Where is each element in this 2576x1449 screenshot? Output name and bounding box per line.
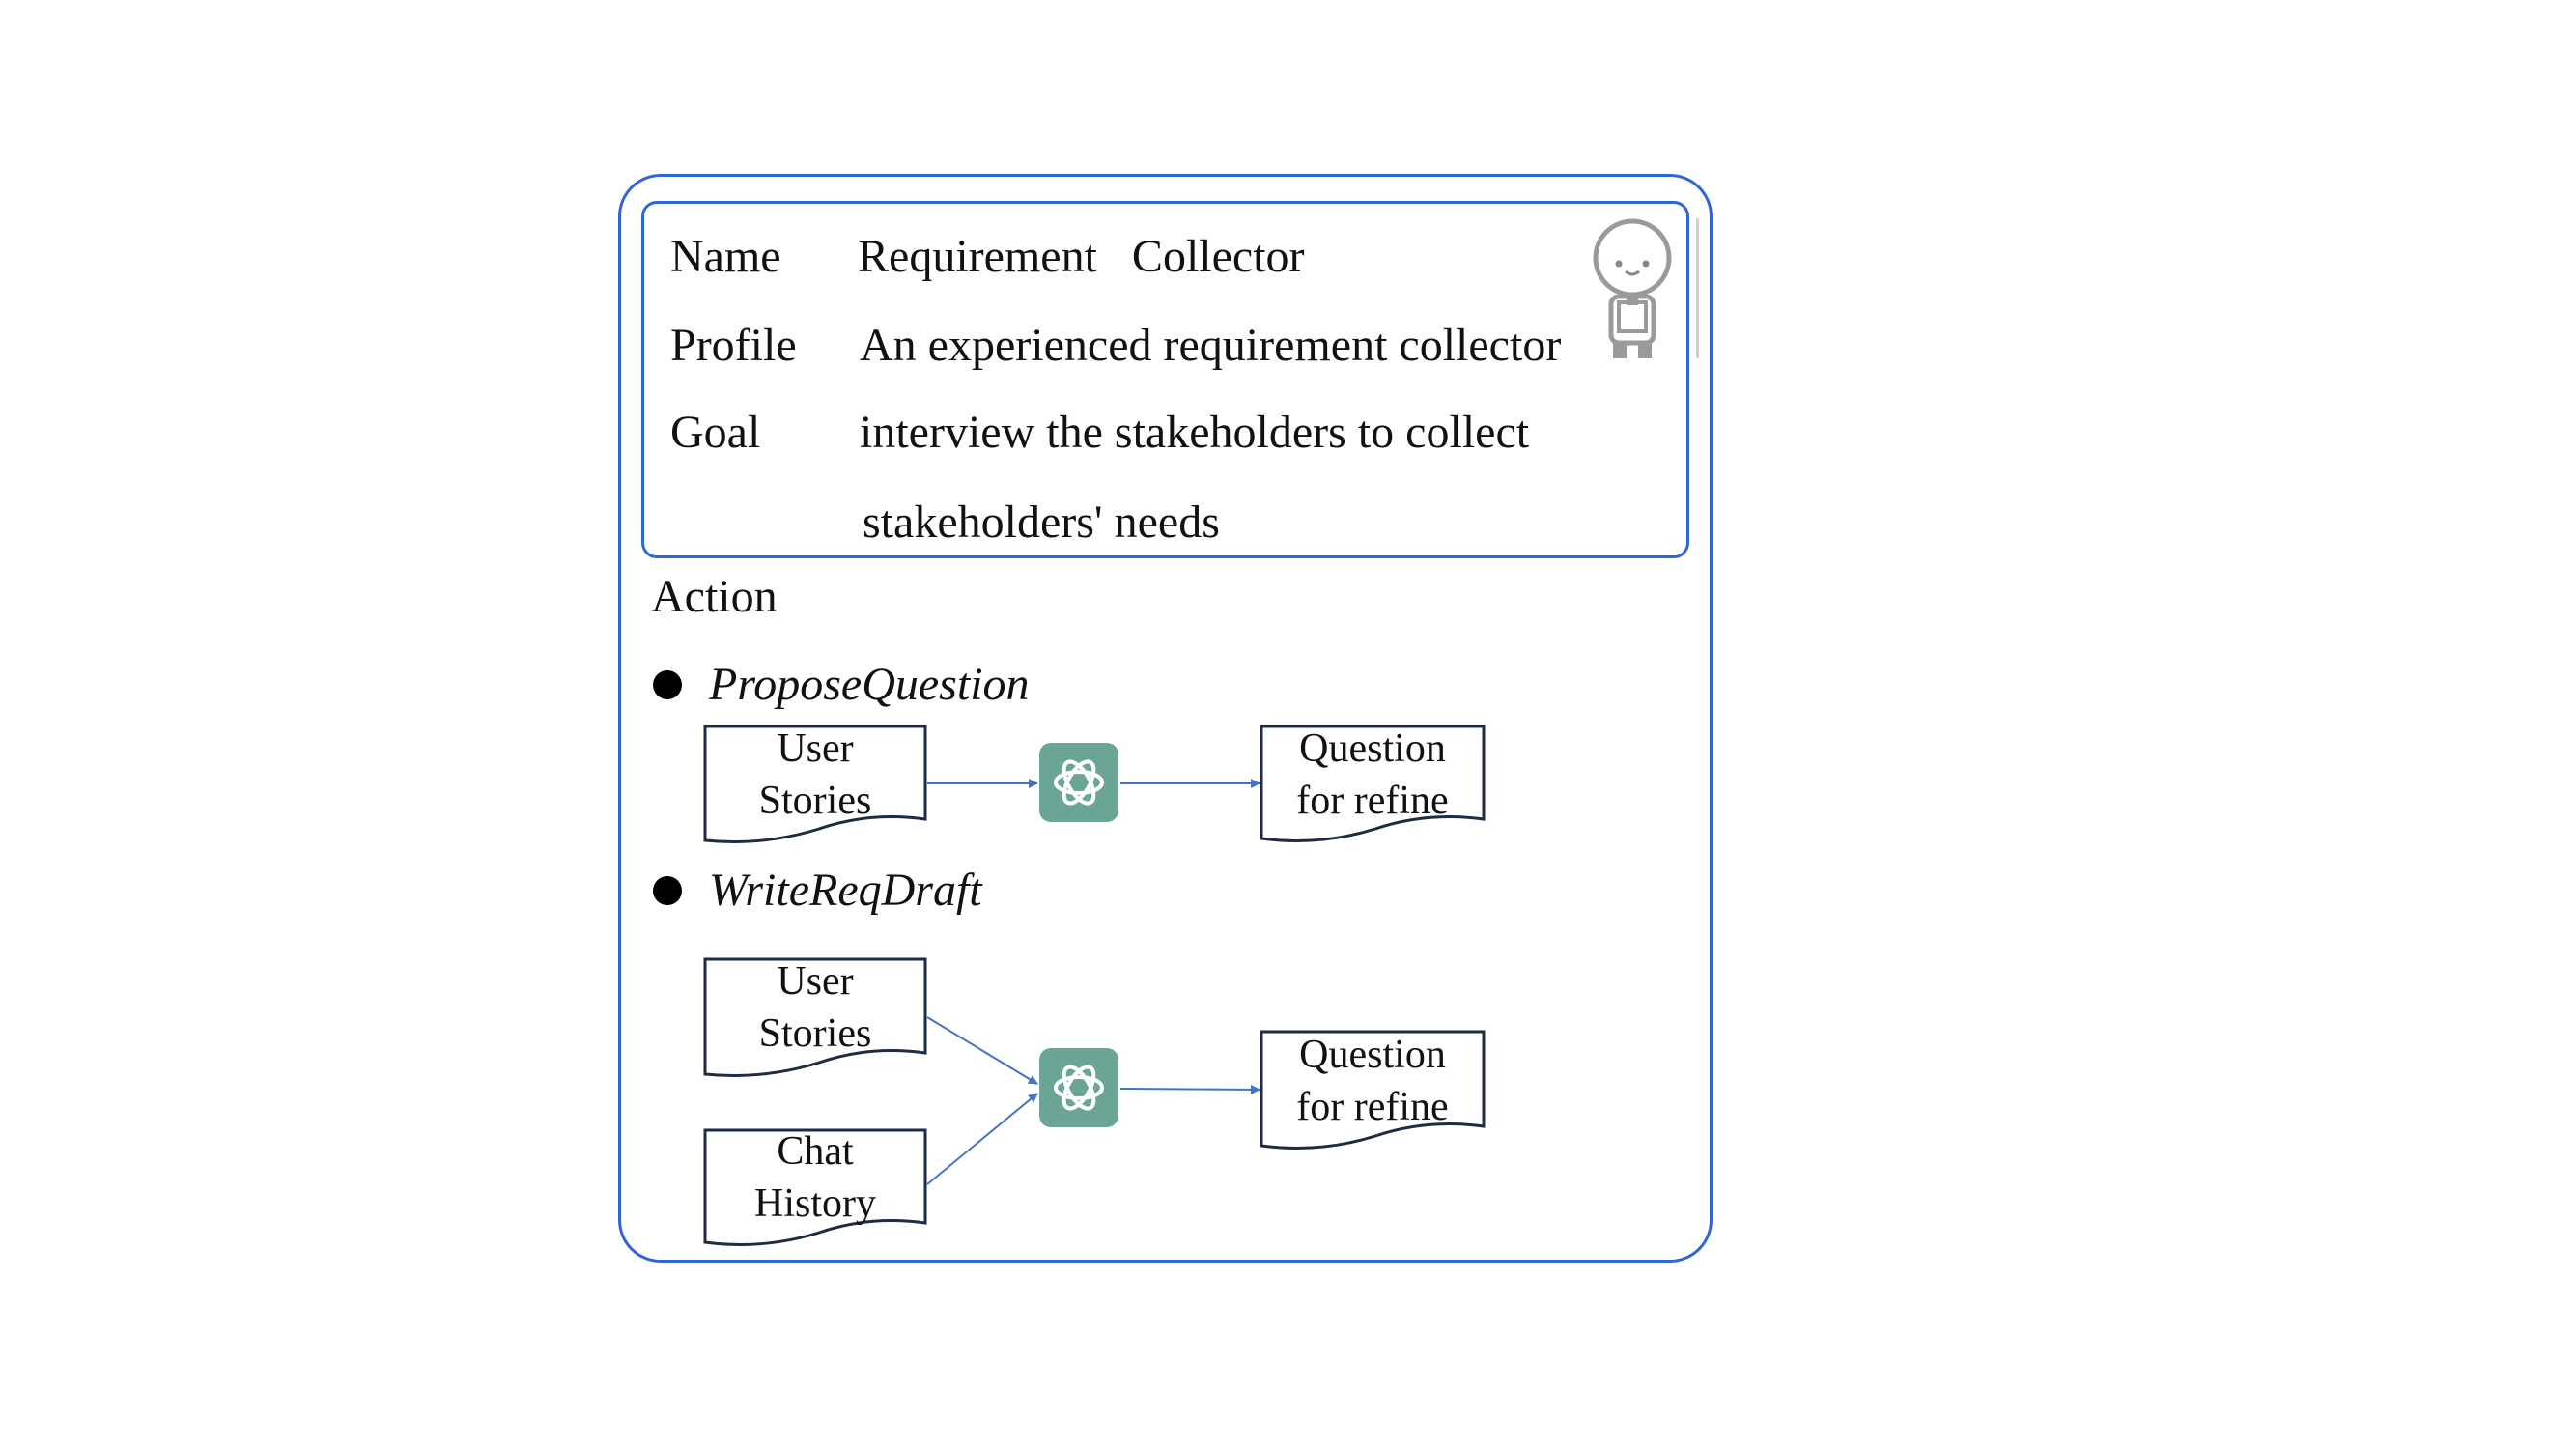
doc-user-stories-1-line2: Stories — [759, 779, 872, 823]
doc-user-stories-1: User Stories — [703, 724, 927, 843]
goal-value-line1: interview the stakeholders to collect — [860, 407, 1530, 458]
doc-question-2-line1: Question — [1299, 1033, 1446, 1077]
openai-logo-icon — [1037, 1046, 1120, 1129]
doc-question-1-line2: for refine — [1296, 779, 1448, 823]
doc-user-stories-1-line1: User — [777, 726, 853, 771]
doc-question-1-line1: Question — [1299, 726, 1446, 771]
action-name-write-req-draft: WriteReqDraft — [709, 865, 982, 916]
agent-card — [618, 174, 1713, 1263]
doc-user-stories-2-line1: User — [777, 959, 853, 1004]
name-label: Name — [670, 231, 781, 282]
doc-user-stories-2-line2: Stories — [759, 1011, 872, 1056]
bullet-propose-question — [653, 670, 682, 699]
bullet-write-req-draft — [653, 876, 682, 905]
doc-chat-history: Chat History — [703, 1128, 927, 1246]
arrow-llm-to-output-2 — [1119, 1084, 1260, 1094]
goal-value-line2: stakeholders' needs — [863, 497, 1220, 548]
divider — [1696, 218, 1699, 358]
name-value: Requirement Collector — [858, 231, 1305, 282]
agent-profile-card — [641, 201, 1689, 558]
person-with-clipboard-icon — [1593, 218, 1672, 358]
arrow-chat-history-to-llm-2 — [926, 1093, 1038, 1185]
doc-user-stories-2: User Stories — [703, 957, 927, 1077]
doc-question-2-line2: for refine — [1296, 1085, 1448, 1129]
profile-value: An experienced requirement collector — [860, 320, 1562, 371]
arrow-user-stories-to-llm-2 — [926, 1016, 1038, 1085]
doc-question-for-refine-1: Question for refine — [1260, 724, 1486, 842]
profile-label: Profile — [670, 320, 797, 371]
action-heading: Action — [651, 571, 778, 622]
goal-label: Goal — [670, 407, 761, 458]
doc-question-for-refine-2: Question for refine — [1260, 1030, 1486, 1150]
doc-chat-history-line1: Chat — [777, 1129, 854, 1174]
doc-chat-history-line2: History — [754, 1181, 876, 1226]
openai-logo-icon — [1037, 741, 1120, 824]
action-name-propose-question: ProposeQuestion — [709, 659, 1030, 710]
